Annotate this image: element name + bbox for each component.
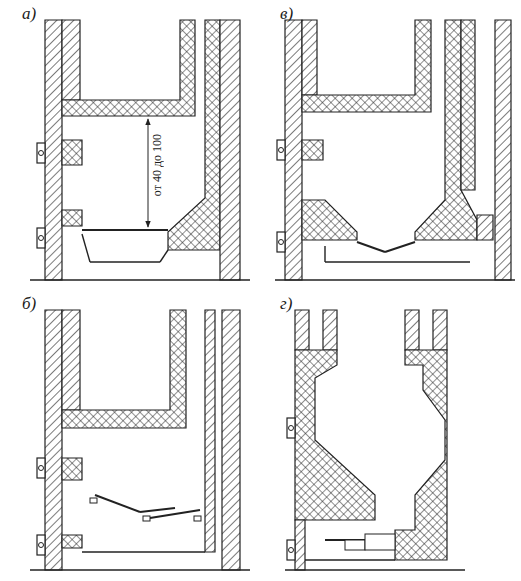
firebrick-lining: [62, 535, 82, 548]
door-handle: [279, 240, 284, 245]
door: [277, 140, 285, 160]
grate-bar: [95, 495, 140, 512]
brick-wall: [220, 20, 240, 280]
grate-support: [143, 516, 150, 521]
door: [37, 458, 45, 478]
grate-support: [90, 498, 97, 503]
grate-support: [365, 534, 395, 550]
brick-wall: [62, 310, 80, 410]
firebrick-lining: [62, 140, 82, 165]
dimension-text: от 40 до 100: [151, 132, 163, 198]
door: [37, 535, 45, 555]
firebrick-lining: [302, 20, 431, 112]
door-handle: [289, 426, 294, 431]
firebrick-lining: [461, 20, 475, 190]
door-handle: [289, 548, 294, 553]
firebrick-lining: [62, 20, 195, 116]
floor: [285, 569, 465, 570]
firebrick-lining: [395, 350, 447, 560]
grate-bar: [150, 510, 200, 518]
brick-wall: [205, 310, 215, 552]
grate-support: [345, 540, 365, 550]
door-handle: [39, 543, 44, 548]
grate: [357, 242, 385, 252]
floor: [275, 279, 515, 280]
brick-wall: [45, 310, 62, 570]
brick-wall: [302, 20, 317, 95]
brick-wall: [285, 20, 302, 280]
firebrick-lining: [62, 210, 82, 226]
firebrick-lining: [62, 458, 82, 480]
door-handle: [279, 148, 284, 153]
ash-pit: [82, 551, 205, 552]
panel-letter: в): [280, 4, 293, 24]
firebrick-lining: [302, 140, 323, 160]
firebrick-lining: [168, 20, 220, 250]
grate-bar: [140, 508, 175, 512]
door: [287, 540, 295, 560]
brick-wall: [323, 310, 337, 350]
brick-wall: [222, 310, 240, 570]
brick-wall: [495, 20, 511, 280]
grate-support: [194, 516, 201, 521]
brick-wall: [45, 20, 62, 280]
firebrick-lining: [62, 310, 186, 428]
door-handle: [39, 236, 44, 241]
brick-wall: [295, 310, 309, 350]
ash-pit: [325, 261, 470, 262]
firebrick-lining: [295, 350, 375, 520]
firebrick-lining: [415, 20, 477, 240]
brick-wall: [295, 520, 305, 570]
door-handle: [39, 466, 44, 471]
panel-letter: б): [22, 294, 36, 314]
door: [37, 143, 45, 163]
ash-pit: [82, 234, 90, 262]
floor: [30, 279, 250, 280]
ash-pit: [305, 559, 395, 560]
door: [37, 228, 45, 248]
grate: [385, 242, 415, 252]
panel-letter: г): [280, 294, 292, 314]
brick-wall: [477, 215, 493, 240]
door: [277, 232, 285, 252]
door: [287, 418, 295, 438]
firebrick-lining: [302, 200, 357, 240]
dimension-line: [148, 119, 149, 227]
door-handle: [39, 151, 44, 156]
panel-letter: а): [22, 4, 36, 24]
brick-wall: [405, 310, 419, 350]
grate: [82, 229, 168, 231]
floor: [30, 569, 250, 570]
ash-pit: [90, 261, 160, 262]
brick-wall: [433, 310, 447, 350]
brick-wall: [62, 20, 80, 100]
ash-pit: [160, 250, 168, 262]
ash-pit: [324, 246, 325, 262]
